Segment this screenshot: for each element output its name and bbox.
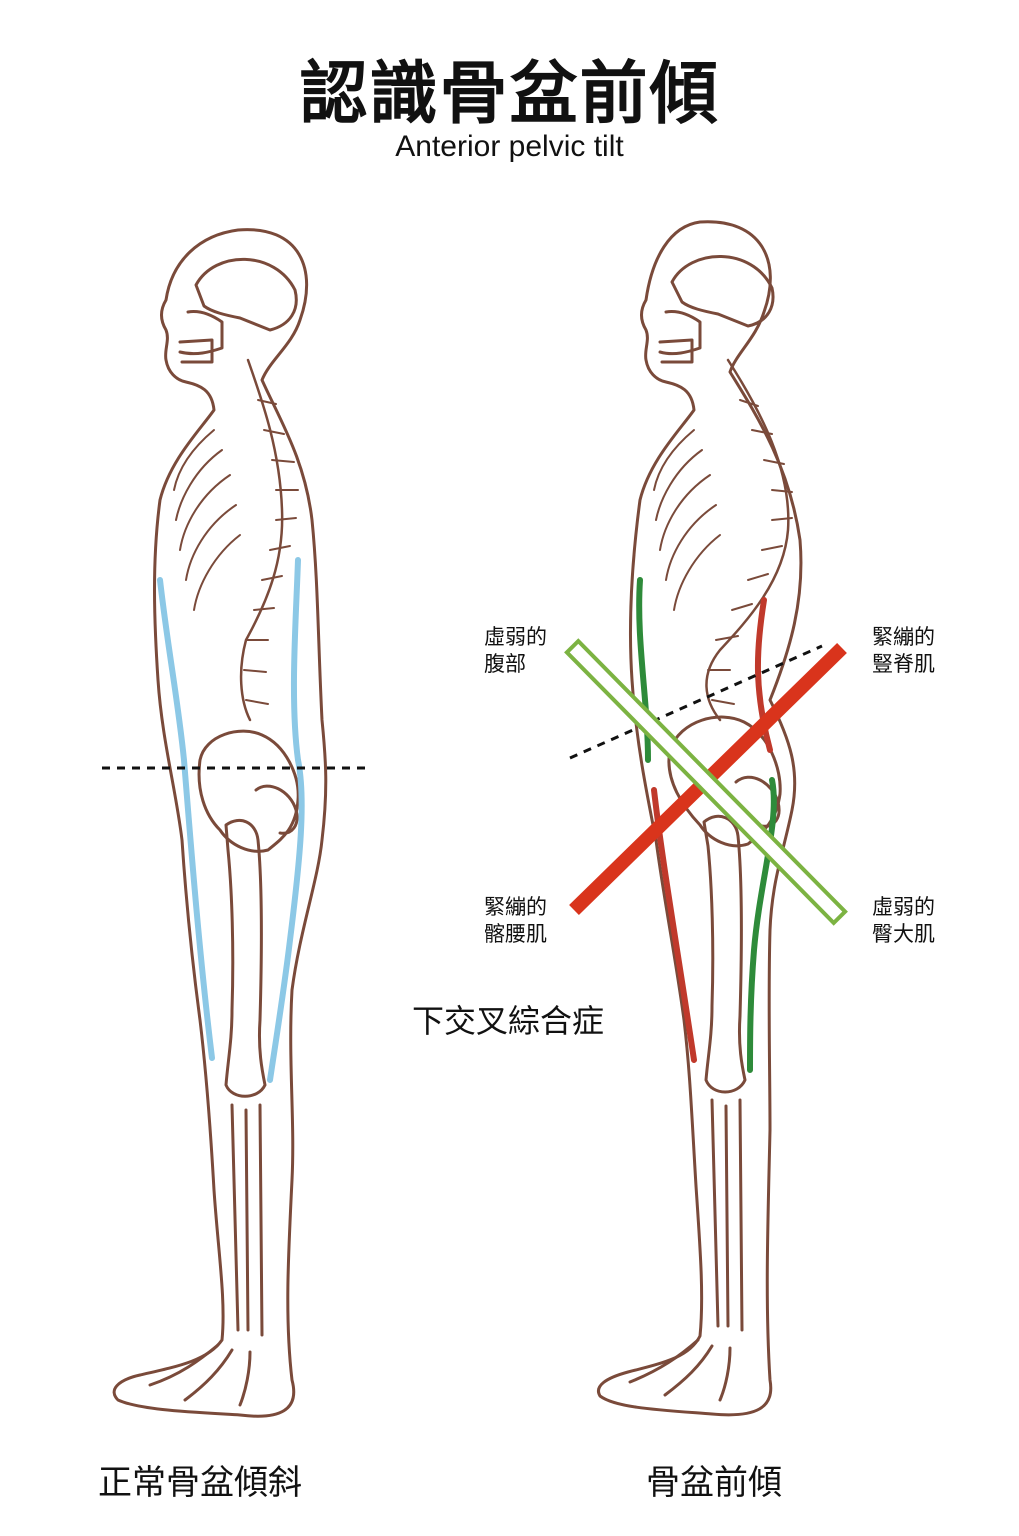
page-title: 認識骨盆前傾 [299,55,720,134]
weak-cross-bar [564,638,848,926]
syndrome-label: 下交叉綜合症 [412,1002,605,1040]
label-weak-gluteus-maximus: 虛弱的 臀大肌 [872,895,935,946]
label-weak-abdominals: 虛弱的 腹部 [484,625,547,676]
normal-posture-figure [112,228,328,1418]
normal-figure-caption: 正常骨盆傾斜 [98,1463,302,1503]
normal-muscle-lines [157,557,305,1083]
weak-muscle-lines [636,577,777,1073]
tilted-figure-caption: 骨盆前傾 [646,1463,782,1503]
tilted-pelvic-line [569,644,823,760]
label-tight-erector-spinae: 緊繃的 豎脊肌 [872,625,935,676]
label-tight-iliopsoas: 緊繃的 髂腰肌 [484,895,547,946]
page-subtitle: Anterior pelvic tilt [395,130,624,163]
